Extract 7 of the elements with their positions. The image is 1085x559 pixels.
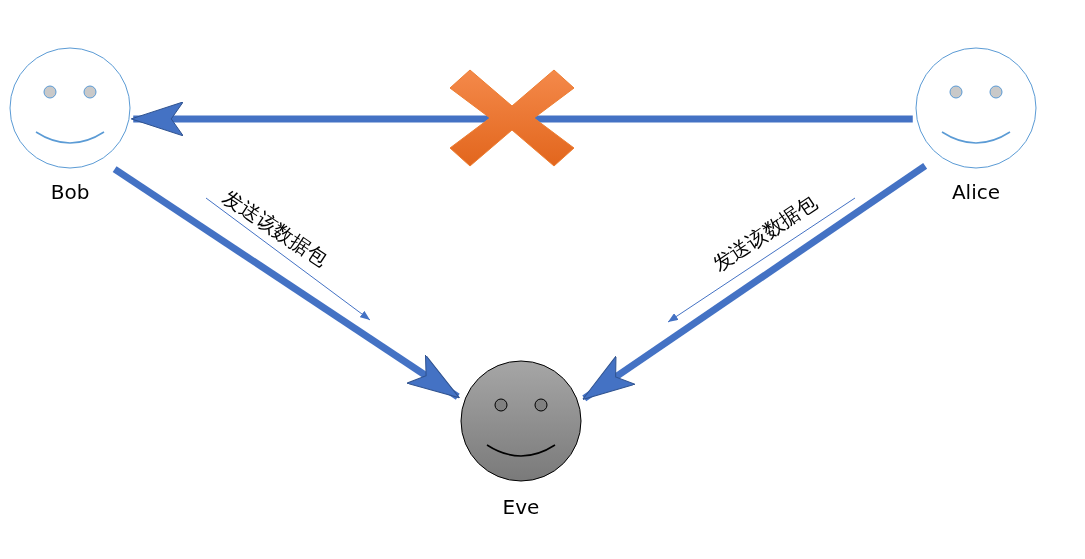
person-name: Eve <box>501 495 541 519</box>
person-name: Bob <box>49 180 91 204</box>
person-name: Alice <box>950 180 1002 204</box>
edge-label: 发送该数据包 <box>707 188 823 278</box>
arrow <box>112 166 460 400</box>
edge-label: 发送该数据包 <box>217 183 333 273</box>
arrow <box>582 163 928 402</box>
